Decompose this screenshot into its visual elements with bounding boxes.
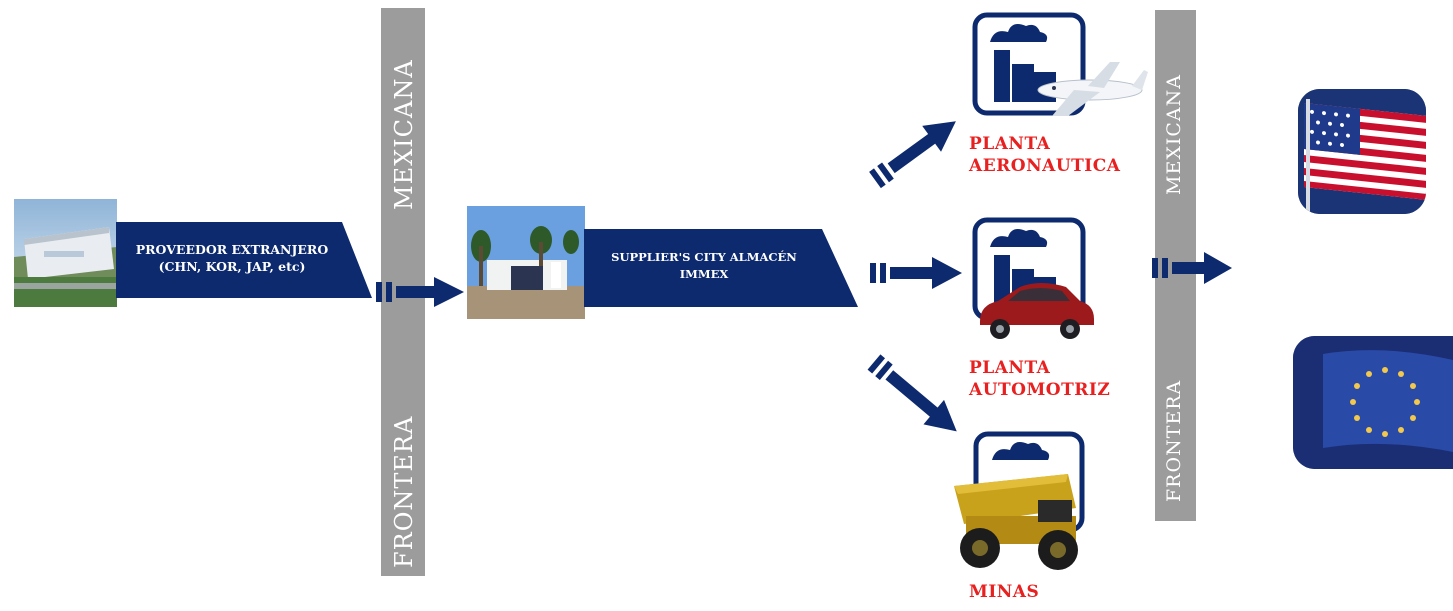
minas-label-line1: MINAS — [969, 582, 1040, 602]
automotriz-plant-icon — [972, 217, 1094, 339]
aeronautica-label-line1: PLANTA — [969, 134, 1051, 154]
supplier-name: PROVEEDOR EXTRANJERO — [135, 242, 329, 257]
usa-flag-tile — [1298, 89, 1426, 214]
warehouse-banner-shape — [584, 229, 858, 307]
warehouse-photo — [467, 206, 585, 319]
arrow-to-automotriz — [870, 257, 962, 289]
automotriz-label-line2: AUTOMOTRIZ — [969, 380, 1111, 400]
supplier-banner-shape — [116, 222, 372, 298]
minas-label: MINAS — [969, 581, 1039, 603]
warehouse-banner-text: SUPPLIER'S CITY ALMACÉN IMMEX — [584, 249, 824, 283]
border-label-frontera-left: FRONTERA — [390, 415, 418, 568]
aeronautica-label: PLANTA AERONAUTICA — [969, 133, 1120, 177]
usa-flag-icon — [1298, 89, 1426, 214]
border-label-frontera-right: FRONTERA — [1163, 379, 1185, 502]
eu-flag-tile — [1293, 336, 1453, 469]
mining-truck-icon — [954, 474, 1078, 570]
factory-photo — [14, 199, 117, 307]
eu-stars — [1350, 367, 1420, 437]
supplier-countries: (CHN, KOR, JAP, etc) — [158, 259, 306, 274]
aeronautica-label-line2: AERONAUTICA — [969, 156, 1121, 176]
border-label-mexicana-right: MEXICANA — [1163, 74, 1185, 195]
border-label-mexicana-left: MEXICANA — [390, 59, 418, 210]
arrow-to-minas — [867, 354, 957, 432]
car-icon — [980, 283, 1094, 339]
warehouse-name: SUPPLIER'S CITY ALMACÉN — [611, 250, 797, 264]
airplane-icon — [1037, 62, 1148, 116]
supplier-banner-text: PROVEEDOR EXTRANJERO (CHN, KOR, JAP, etc… — [116, 241, 348, 275]
arrow-to-warehouse — [376, 277, 464, 307]
warehouse-program: IMMEX — [679, 267, 729, 281]
arrow-to-aeronautica — [869, 121, 956, 189]
automotriz-label: PLANTA AUTOMOTRIZ — [969, 357, 1110, 401]
automotriz-label-line1: PLANTA — [969, 358, 1051, 378]
minas-plant-icon — [954, 431, 1085, 570]
aeronautica-plant-icon — [972, 12, 1148, 116]
eu-flag-icon — [1293, 336, 1453, 469]
arrow-export — [1152, 252, 1232, 284]
